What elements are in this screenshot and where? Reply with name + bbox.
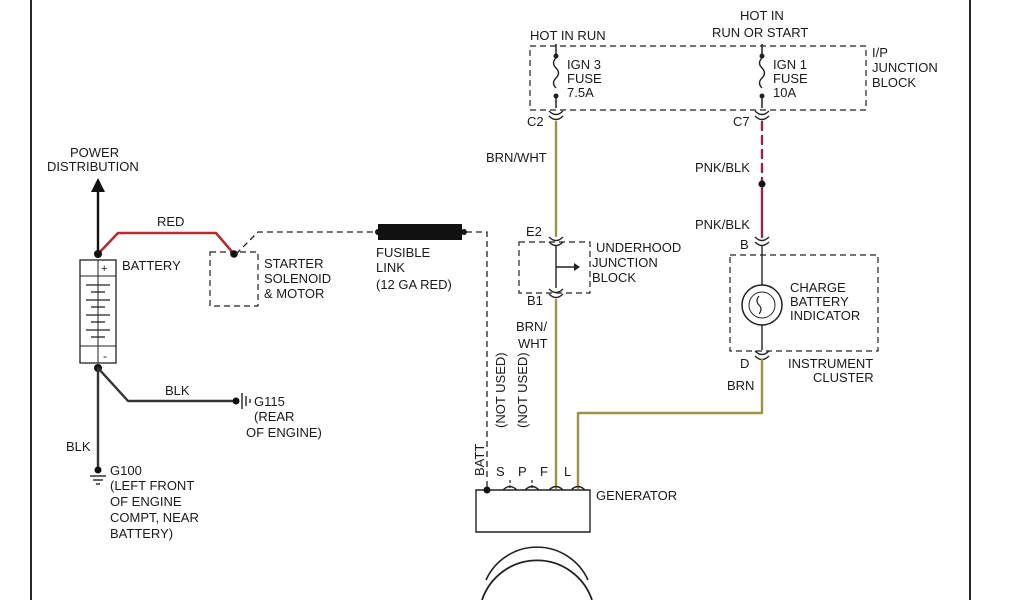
g100-label-1: G100 <box>110 463 142 478</box>
ign1-fuse: IGN 1 FUSE 10A <box>758 44 808 108</box>
wire-blk-g115-label: BLK <box>165 383 190 398</box>
cluster-indicator-label-2: BATTERY <box>790 294 849 309</box>
wire-brn-wht-label-2a: BRN/ <box>516 319 547 334</box>
generator-batt-label: BATT <box>472 444 487 476</box>
ign3-fuse-label-3: 7.5A <box>567 85 594 100</box>
generator-s-label: S <box>496 464 505 479</box>
cluster-indicator-label-3: INDICATOR <box>790 308 860 323</box>
generator-l-label: L <box>564 464 571 479</box>
wire-fusible-link-to-generator <box>466 231 488 488</box>
underhood-label-2: JUNCTION <box>592 255 658 270</box>
starter-label-2: SOLENOID <box>264 271 331 286</box>
cluster-indicator-label-1: CHARGE <box>790 280 846 295</box>
fusible-link-label-1: FUSIBLE <box>376 245 431 260</box>
ip-block-label-2: JUNCTION <box>872 60 938 75</box>
generator: BATT (NOT USED) (NOT USED) S P F L GENER… <box>472 352 677 600</box>
ground-g115: G115 (REAR OF ENGINE) <box>232 393 322 440</box>
generator-p-label: P <box>518 464 527 479</box>
generator-body-icon <box>481 559 593 600</box>
hot-in-run-or-start-label-1: HOT IN <box>740 8 784 23</box>
fusible-link-label-2: LINK <box>376 260 405 275</box>
ip-junction-block: HOT IN RUN HOT IN RUN OR START I/P JUNCT… <box>529 8 938 111</box>
cluster-name-label-1: INSTRUMENT <box>788 356 873 371</box>
wire-brn-label: BRN <box>727 378 754 393</box>
underhood-label-3: BLOCK <box>592 270 636 285</box>
g100-label-2: (LEFT FRONT <box>110 478 194 493</box>
ground-g100: G100 (LEFT FRONT OF ENGINE COMPT, NEAR B… <box>90 463 199 541</box>
wire-blk-g115 <box>96 366 234 403</box>
ign1-fuse-label-1: IGN 1 <box>773 57 807 72</box>
power-arrow-icon <box>91 178 105 192</box>
ign3-fuse: IGN 3 FUSE 7.5A <box>552 44 602 108</box>
ign3-fuse-label-2: FUSE <box>567 71 602 86</box>
generator-p-not-used-label: (NOT USED) <box>515 352 530 428</box>
ign3-fuse-label-1: IGN 3 <box>567 57 601 72</box>
hot-in-run-label: HOT IN RUN <box>530 28 606 43</box>
generator-label: GENERATOR <box>596 488 677 503</box>
starter-label-1: STARTER <box>264 256 323 271</box>
g115-label-1: G115 <box>254 394 285 409</box>
underhood-label-1: UNDERHOOD <box>596 240 681 255</box>
battery-label: BATTERY <box>122 258 181 273</box>
underhood-junction-block: E2 B1 UNDERHOOD JUNCTION BLOCK <box>518 224 681 308</box>
hot-in-run-or-start-label-2: RUN OR START <box>712 25 808 40</box>
wire-blk-g100-label: BLK <box>66 439 91 454</box>
wire-brn-wht-label: BRN/WHT <box>486 150 547 165</box>
wire-starter-to-fusible-link <box>235 231 376 255</box>
cluster-d-label: D <box>740 356 749 371</box>
battery-plus-label: + <box>101 263 107 275</box>
connector-c7-label: C7 <box>733 114 750 129</box>
ign1-fuse-label-2: FUSE <box>773 71 808 86</box>
g100-label-3: OF ENGINE <box>110 494 182 509</box>
connector-c2: C2 <box>527 110 564 129</box>
ip-block-label-1: I/P <box>872 45 888 60</box>
ign1-fuse-label-3: 10A <box>773 85 796 100</box>
wire-brn <box>576 358 764 490</box>
wire-red-label: RED <box>157 214 184 229</box>
battery: + - BATTERY <box>79 250 181 372</box>
generator-s-not-used-label: (NOT USED) <box>493 352 508 428</box>
cluster-b-label: B <box>740 237 749 252</box>
generator-f-label: F <box>540 464 548 479</box>
starter-solenoid-motor: STARTER SOLENOID & MOTOR <box>209 250 331 307</box>
cluster-name-label-2: CLUSTER <box>813 370 874 385</box>
connector-c7: C7 <box>733 110 770 129</box>
g100-label-5: BATTERY) <box>110 526 173 541</box>
wire-brn-wht-label-2b: WHT <box>518 336 548 351</box>
g100-label-4: COMPT, NEAR <box>110 510 199 525</box>
underhood-e2-label: E2 <box>526 224 542 239</box>
instrument-cluster: B D CHARGE BATTERY INDICATOR INSTRUMENT … <box>729 236 879 385</box>
splice-dot-pnk <box>758 180 766 188</box>
power-distribution: POWER DISTRIBUTION <box>47 145 139 254</box>
power-label-1: POWER <box>70 145 119 160</box>
charge-indicator-bulb-icon <box>741 284 783 326</box>
fusible-link-label-3: (12 GA RED) <box>376 277 452 292</box>
battery-minus-label: - <box>103 349 107 363</box>
connector-c2-label: C2 <box>527 114 544 129</box>
g115-label-2: (REAR <box>254 409 294 424</box>
wire-pnk-blk-label-2: PNK/BLK <box>695 217 750 232</box>
power-label-2: DISTRIBUTION <box>47 159 139 174</box>
starter-label-3: & MOTOR <box>264 286 324 301</box>
wire-red <box>96 231 236 256</box>
g115-label-3: OF ENGINE) <box>246 425 322 440</box>
underhood-b1-label: B1 <box>527 293 543 308</box>
wire-pnk-blk-label-1: PNK/BLK <box>695 160 750 175</box>
ip-block-label-3: BLOCK <box>872 75 916 90</box>
fusible-link: FUSIBLE LINK (12 GA RED) <box>375 224 467 292</box>
